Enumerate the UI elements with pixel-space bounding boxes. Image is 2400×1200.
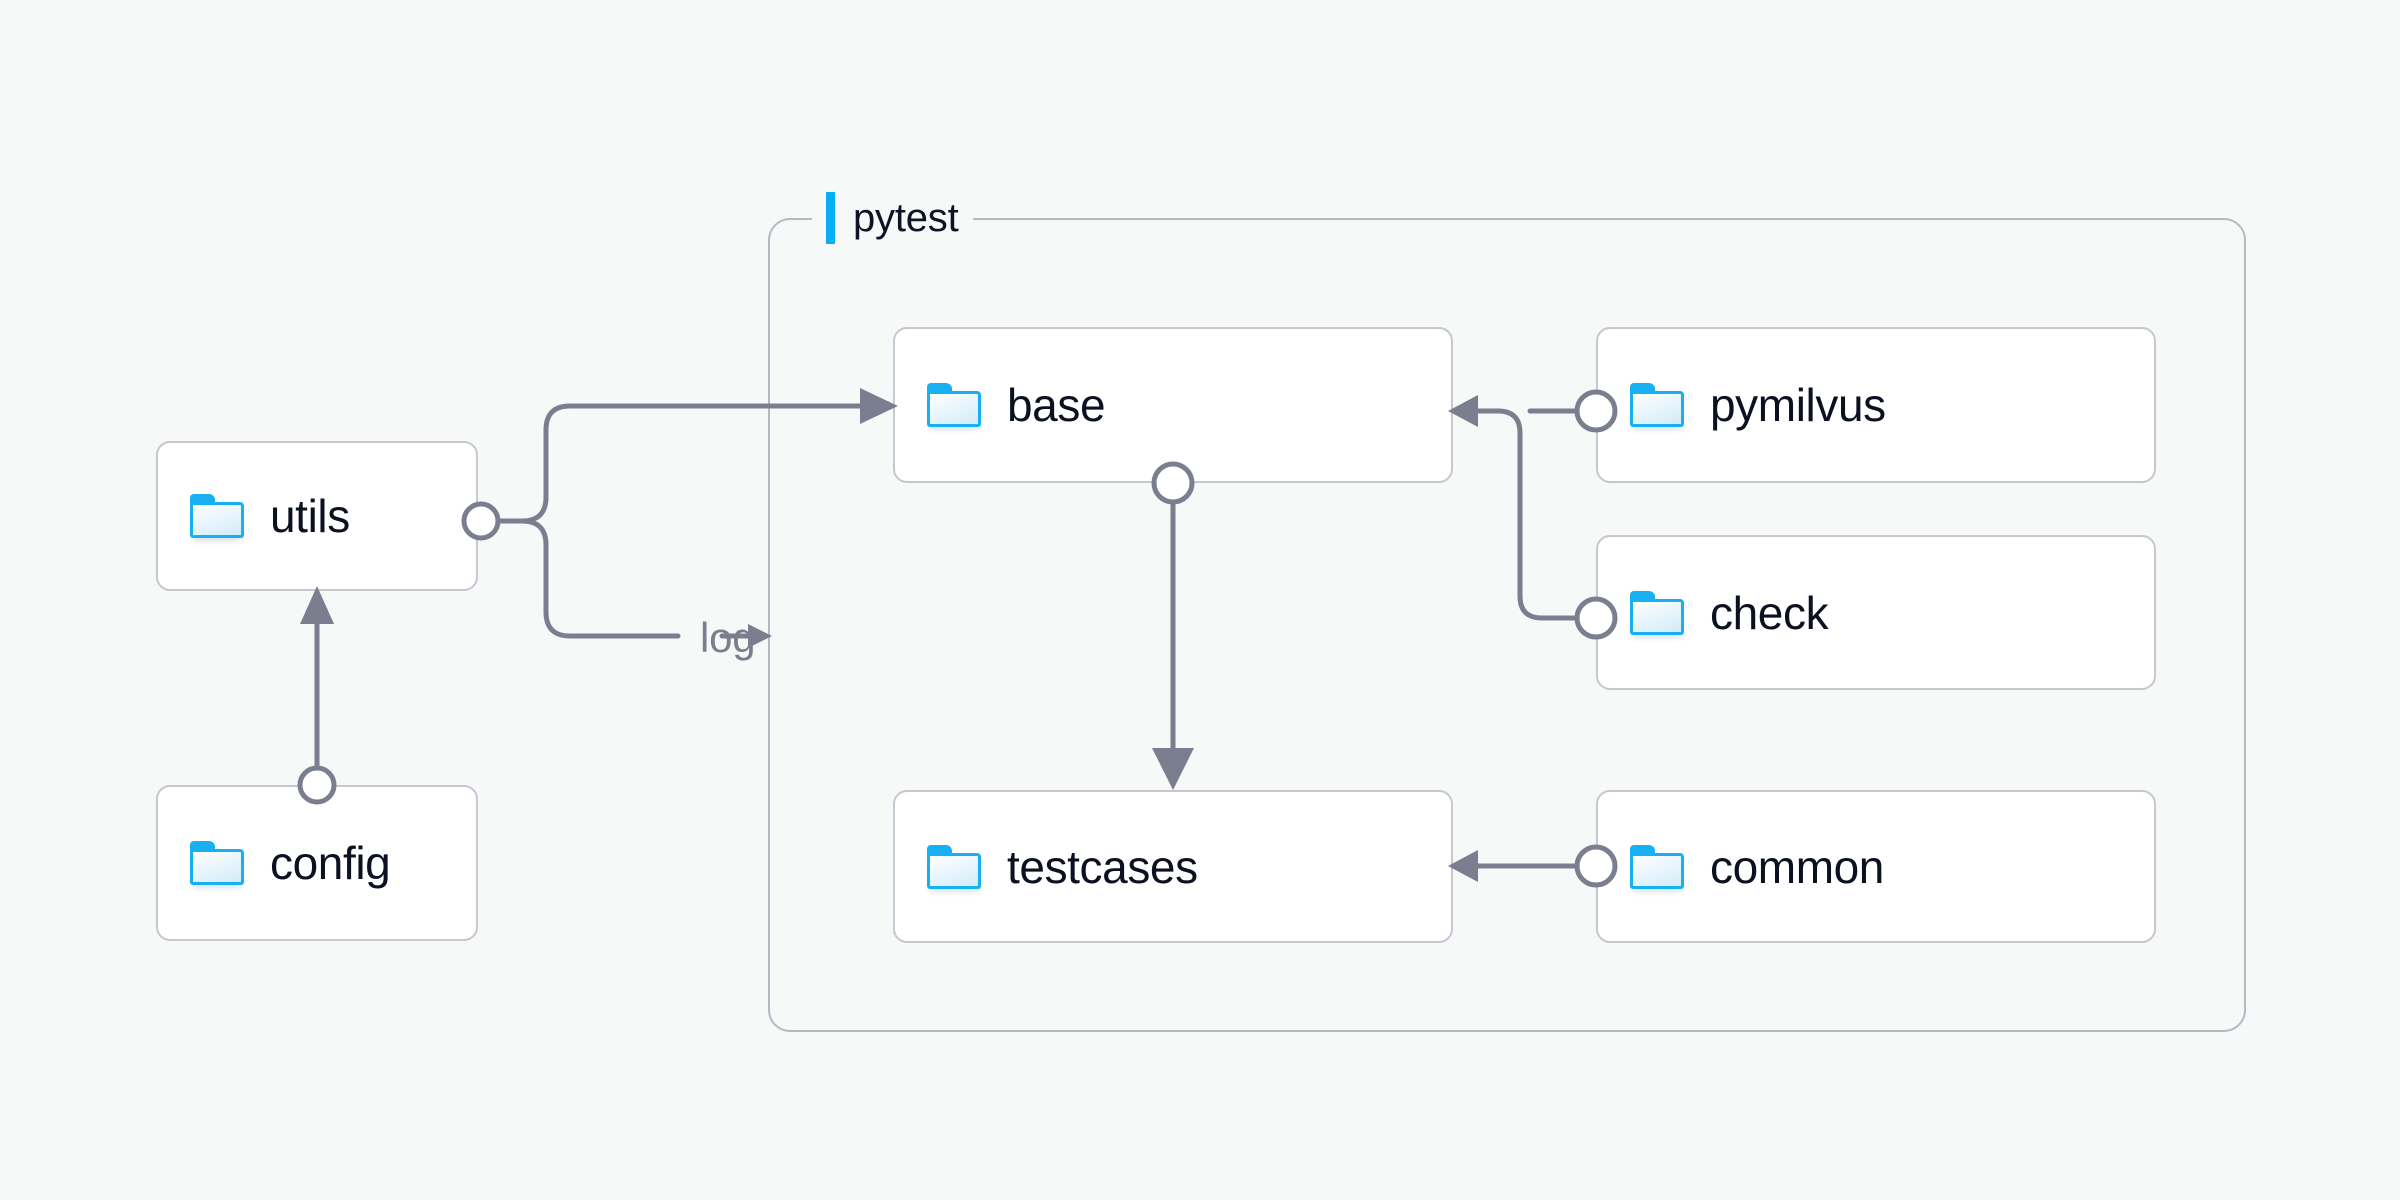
node-label-common: common [1710,840,1884,893]
folder-icon [190,841,244,885]
node-common[interactable]: common [1596,790,2156,943]
edge-log-arrow [719,624,772,648]
node-utils[interactable]: utils [156,441,478,591]
node-label-testcases: testcases [1007,840,1198,893]
edge-config-to-utils [297,586,337,805]
folder-icon [190,494,244,538]
group-title-text: pytest [853,196,959,240]
folder-icon [1630,383,1684,427]
node-label-check: check [1710,586,1829,639]
node-base[interactable]: base [893,327,1453,483]
edge-utils-to-log [519,518,681,639]
folder-icon [1630,590,1684,635]
edge-label-log: log [700,614,755,661]
node-config[interactable]: config [156,785,478,941]
pytest-group-label: pytest [812,190,973,246]
node-label-utils: utils [270,490,350,542]
node-check[interactable]: check [1596,535,2156,690]
node-testcases[interactable]: testcases [893,790,1453,943]
accent-bar-icon [826,192,835,244]
node-label-pymilvus: pymilvus [1710,379,1886,431]
folder-icon [927,844,981,889]
node-label-config: config [270,837,391,889]
folder-icon [927,383,981,427]
folder-icon [1630,844,1684,889]
node-pymilvus[interactable]: pymilvus [1596,327,2156,483]
node-label-base: base [1007,379,1106,431]
